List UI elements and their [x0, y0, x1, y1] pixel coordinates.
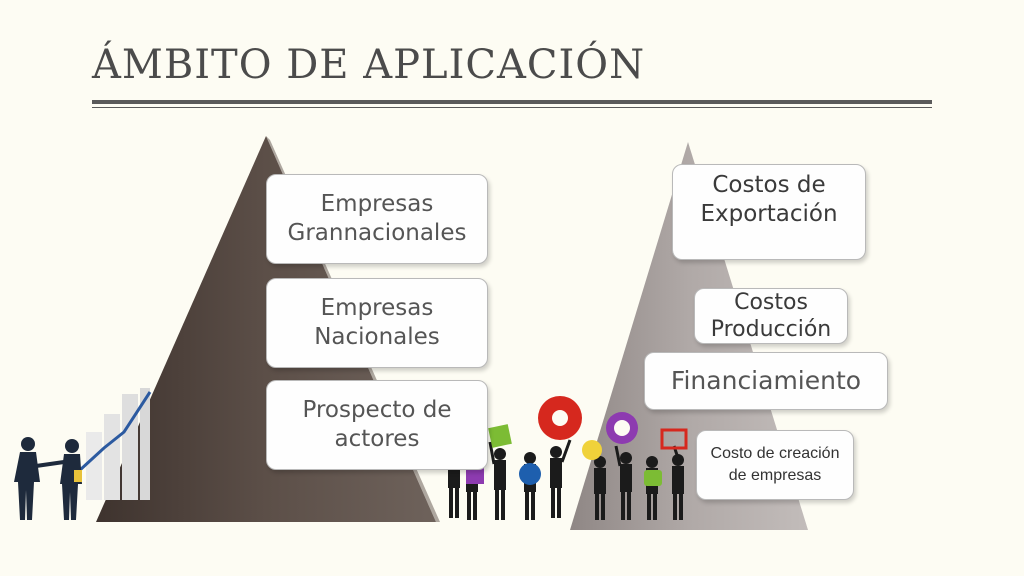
right-item-costos-exportacion: Costos de Exportación	[672, 164, 866, 260]
left-item-label: Empresas Grannacionales	[287, 191, 467, 246]
business-handshake-icon	[14, 388, 152, 520]
lock-icon	[644, 470, 662, 486]
right-item-label: Costo de creación de empresas	[710, 445, 840, 484]
screen-icon	[660, 428, 688, 450]
right-item-costo-creacion-empresas: Costo de creación de empresas	[696, 430, 854, 500]
right-item-label: Costos de Exportación	[700, 172, 838, 227]
right-item-financiamiento: Financiamiento	[644, 352, 888, 410]
right-item-label: Costos Producción	[710, 289, 832, 343]
clock-icon	[519, 463, 541, 485]
left-item-prospecto-de-actores: Prospecto de actores	[266, 380, 488, 470]
left-item-label: Empresas Nacionales	[314, 295, 440, 350]
left-item-label: Prospecto de actores	[302, 397, 452, 452]
right-item-label: Financiamiento	[670, 366, 862, 396]
title-underline-thin	[92, 107, 932, 108]
puzzle-green-icon	[488, 424, 512, 448]
slide-title: ÁMBITO DE APLICACIÓN	[92, 42, 646, 88]
left-item-empresas-grannacionales: Empresas Grannacionales	[266, 174, 488, 264]
puzzle-icon	[466, 466, 484, 484]
left-item-empresas-nacionales: Empresas Nacionales	[266, 278, 488, 368]
gear-yellow-icon	[582, 440, 602, 460]
right-item-costos-produccion: Costos Producción	[694, 288, 848, 344]
title-underline	[92, 100, 932, 104]
